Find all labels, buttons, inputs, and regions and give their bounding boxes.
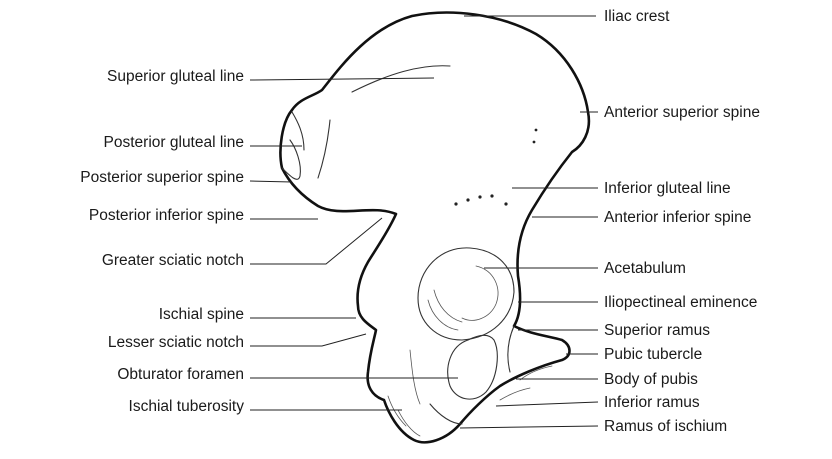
leader-lesser-sciatic-notch [250, 334, 366, 346]
label-ramus-of-ischium: Ramus of ischium [604, 418, 727, 435]
label-greater-sciatic-notch: Greater sciatic notch [102, 252, 244, 269]
label-iliac-crest: Iliac crest [604, 8, 670, 25]
label-inferior-ramus: Inferior ramus [604, 394, 700, 411]
label-inferior-gluteal-line: Inferior gluteal line [604, 180, 731, 197]
gluteal-dot [535, 129, 538, 132]
label-lesser-sciatic-notch: Lesser sciatic notch [108, 334, 244, 351]
gluteal-dot [466, 198, 469, 201]
gluteal-dot [504, 202, 507, 205]
label-posterior-inferior-spine: Posterior inferior spine [89, 207, 244, 224]
leader-inferior-ramus [496, 402, 598, 406]
label-acetabulum: Acetabulum [604, 260, 686, 277]
label-posterior-superior-spine: Posterior superior spine [80, 169, 244, 186]
label-ischial-tuberosity: Ischial tuberosity [129, 398, 245, 415]
gluteal-dot [478, 195, 481, 198]
label-posterior-gluteal-line: Posterior gluteal line [104, 134, 244, 151]
leader-posterior-superior-spine [250, 181, 292, 182]
label-body-of-pubis: Body of pubis [604, 371, 698, 388]
label-pubic-tubercle: Pubic tubercle [604, 346, 702, 363]
leader-greater-sciatic-notch [250, 218, 382, 264]
label-anterior-superior-spine: Anterior superior spine [604, 104, 760, 121]
right-labels: Iliac crest Anterior superior spine Infe… [604, 8, 760, 435]
gluteal-dot [533, 141, 536, 144]
gluteal-dot [454, 202, 457, 205]
gluteal-dot [490, 194, 493, 197]
label-ischial-spine: Ischial spine [159, 306, 244, 323]
left-labels: Superior gluteal line Posterior gluteal … [80, 68, 244, 415]
label-superior-gluteal-line: Superior gluteal line [107, 68, 244, 85]
label-iliopectineal-eminence: Iliopectineal eminence [604, 294, 757, 311]
label-superior-ramus: Superior ramus [604, 322, 710, 339]
label-anterior-inferior-spine: Anterior inferior spine [604, 209, 751, 226]
label-obturator-foramen: Obturator foramen [117, 366, 244, 383]
leader-ramus-of-ischium [460, 426, 598, 428]
